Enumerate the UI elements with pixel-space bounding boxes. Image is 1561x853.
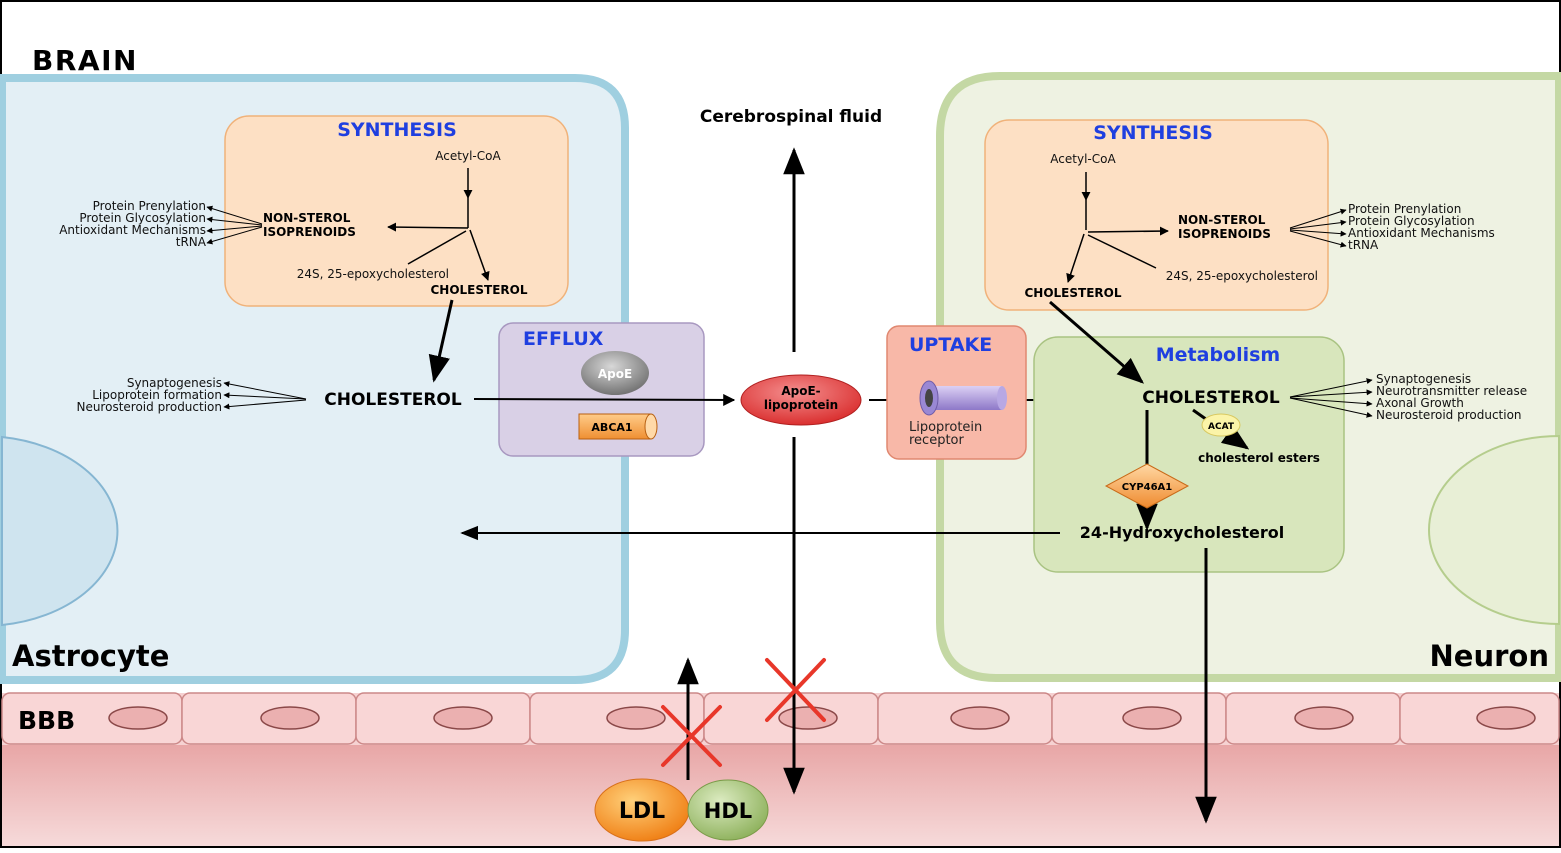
arrow bbox=[1087, 226, 1169, 236]
endothelial-nucleus bbox=[778, 706, 838, 730]
neuron-epoxy: 24S, 25-epoxycholesterol bbox=[1166, 269, 1318, 283]
neuron-role-arrows bbox=[1289, 378, 1373, 418]
neuron-function: tRNA bbox=[1348, 238, 1379, 252]
neuron-acetyl-coa: Acetyl-CoA bbox=[1050, 152, 1116, 166]
apoe-lipoprotein-line1: ApoE- bbox=[781, 384, 820, 398]
ldl-label: LDL bbox=[619, 799, 665, 824]
astrocyte-synthesis-box bbox=[224, 115, 569, 307]
arrow bbox=[1087, 234, 1157, 269]
astrocyte-label: Astrocyte bbox=[12, 639, 169, 673]
cyp46a1-label: CYP46A1 bbox=[1122, 482, 1173, 493]
neuron-synthesis-box bbox=[984, 119, 1329, 311]
astrocyte-function-arrows bbox=[206, 205, 263, 245]
arrow bbox=[387, 222, 469, 232]
blocked-cross-icon bbox=[661, 705, 722, 767]
hydroxycholesterol: 24-Hydroxycholesterol bbox=[1080, 523, 1284, 542]
astrocyte-acetyl-coa: Acetyl-CoA bbox=[435, 149, 501, 163]
neuron-function: Antioxidant Mechanisms bbox=[1348, 226, 1495, 240]
astrocyte-epoxy: 24S, 25-epoxycholesterol bbox=[297, 267, 449, 281]
astrocyte-function: Protein Prenylation bbox=[93, 199, 206, 213]
blood-lumen bbox=[2, 745, 1559, 846]
lipoprotein-receptor-icon bbox=[928, 386, 1002, 410]
neuron-label: Neuron bbox=[1430, 639, 1549, 673]
astrocyte-nonsterol-2: ISOPRENOIDS bbox=[263, 225, 356, 239]
endothelial-nucleus bbox=[1122, 706, 1182, 730]
neuron-nucleus bbox=[1428, 434, 1560, 626]
endothelial-nucleus bbox=[260, 706, 320, 730]
astrocyte-nonsterol-1: NON-STEROL bbox=[263, 211, 351, 225]
endothelial-nucleus bbox=[108, 706, 168, 730]
bbb-layer bbox=[1, 692, 1560, 745]
astrocyte-role: Neurosteroid production bbox=[76, 400, 222, 414]
endothelial-nucleus bbox=[1294, 706, 1354, 730]
astrocyte-synthesis-title: SYNTHESIS bbox=[337, 119, 457, 141]
astrocyte-function: tRNA bbox=[176, 235, 207, 249]
uptake-receptor-line2: receptor bbox=[909, 433, 965, 448]
arrow bbox=[473, 393, 736, 406]
csf-label: Cerebrospinal fluid bbox=[700, 107, 882, 127]
uptake-receptor-line1: Lipoprotein bbox=[909, 420, 982, 435]
neuron-nonsterol-2: ISOPRENOIDS bbox=[1178, 227, 1271, 241]
cholesterol-esters: cholesterol esters bbox=[1198, 451, 1320, 465]
cyp46a1-icon bbox=[1104, 463, 1190, 509]
neuron-cholesterol-main: CHOLESTEROL bbox=[1142, 388, 1280, 408]
uptake-title: UPTAKE bbox=[909, 334, 992, 356]
astrocyte-nucleus bbox=[0, 435, 119, 627]
acat-label: ACAT bbox=[1208, 422, 1235, 432]
endothelial-nucleus bbox=[950, 706, 1010, 730]
efflux-abca1-label: ABCA1 bbox=[591, 421, 632, 434]
astrocyte-function: Antioxidant Mechanisms bbox=[59, 223, 206, 237]
hdl-label: HDL bbox=[704, 799, 752, 823]
efflux-apoe-label: ApoE bbox=[598, 367, 632, 381]
astrocyte-role: Synaptogenesis bbox=[127, 376, 222, 390]
astrocyte-cholesterol-small: CHOLESTEROL bbox=[430, 283, 527, 297]
receptor-hole bbox=[925, 389, 933, 407]
abca1-cap bbox=[644, 413, 658, 440]
arrow bbox=[1049, 300, 1145, 384]
neuron-nonsterol-1: NON-STEROL bbox=[1178, 213, 1266, 227]
abca1-icon bbox=[578, 413, 652, 440]
arrow bbox=[428, 299, 454, 383]
astrocyte-function: Protein Glycosylation bbox=[79, 211, 206, 225]
neuron-function: Protein Prenylation bbox=[1348, 202, 1461, 216]
neuron-role: Axonal Growth bbox=[1376, 396, 1464, 410]
apoe-icon bbox=[581, 351, 649, 395]
endothelial-nucleus bbox=[1476, 706, 1536, 730]
arrow bbox=[1066, 233, 1085, 283]
endothelial-nucleus bbox=[606, 706, 666, 730]
blocked-cross-icon bbox=[765, 658, 826, 722]
neuron-role: Neurosteroid production bbox=[1376, 408, 1522, 422]
astrocyte-role: Lipoprotein formation bbox=[92, 388, 222, 402]
bbb-label: BBB bbox=[18, 706, 75, 735]
astrocyte-cholesterol-main: CHOLESTEROL bbox=[324, 390, 462, 410]
receptor-cap bbox=[997, 386, 1007, 410]
brain-label: BRAIN bbox=[32, 44, 138, 77]
neuron-synthesis-title: SYNTHESIS bbox=[1093, 122, 1213, 144]
neuron-function: Protein Glycosylation bbox=[1348, 214, 1475, 228]
endothelial-nucleus bbox=[433, 706, 493, 730]
astrocyte-role-arrows bbox=[223, 381, 307, 410]
neuron-role: Synaptogenesis bbox=[1376, 372, 1471, 386]
apoe-lipoprotein-icon bbox=[740, 374, 862, 426]
efflux-title: EFFLUX bbox=[523, 328, 604, 350]
hdl-icon bbox=[687, 779, 769, 841]
neuron-function-arrows bbox=[1289, 208, 1347, 248]
arrow bbox=[469, 229, 490, 281]
acat-icon bbox=[1201, 413, 1241, 437]
arrow bbox=[407, 230, 467, 265]
neuron-cholesterol-small: CHOLESTEROL bbox=[1024, 286, 1121, 300]
metabolism-box bbox=[1033, 336, 1345, 573]
metabolism-title: Metabolism bbox=[1156, 344, 1280, 366]
apoe-lipoprotein-line2: lipoprotein bbox=[764, 398, 838, 412]
neuron-role: Neurotransmitter release bbox=[1376, 384, 1527, 398]
